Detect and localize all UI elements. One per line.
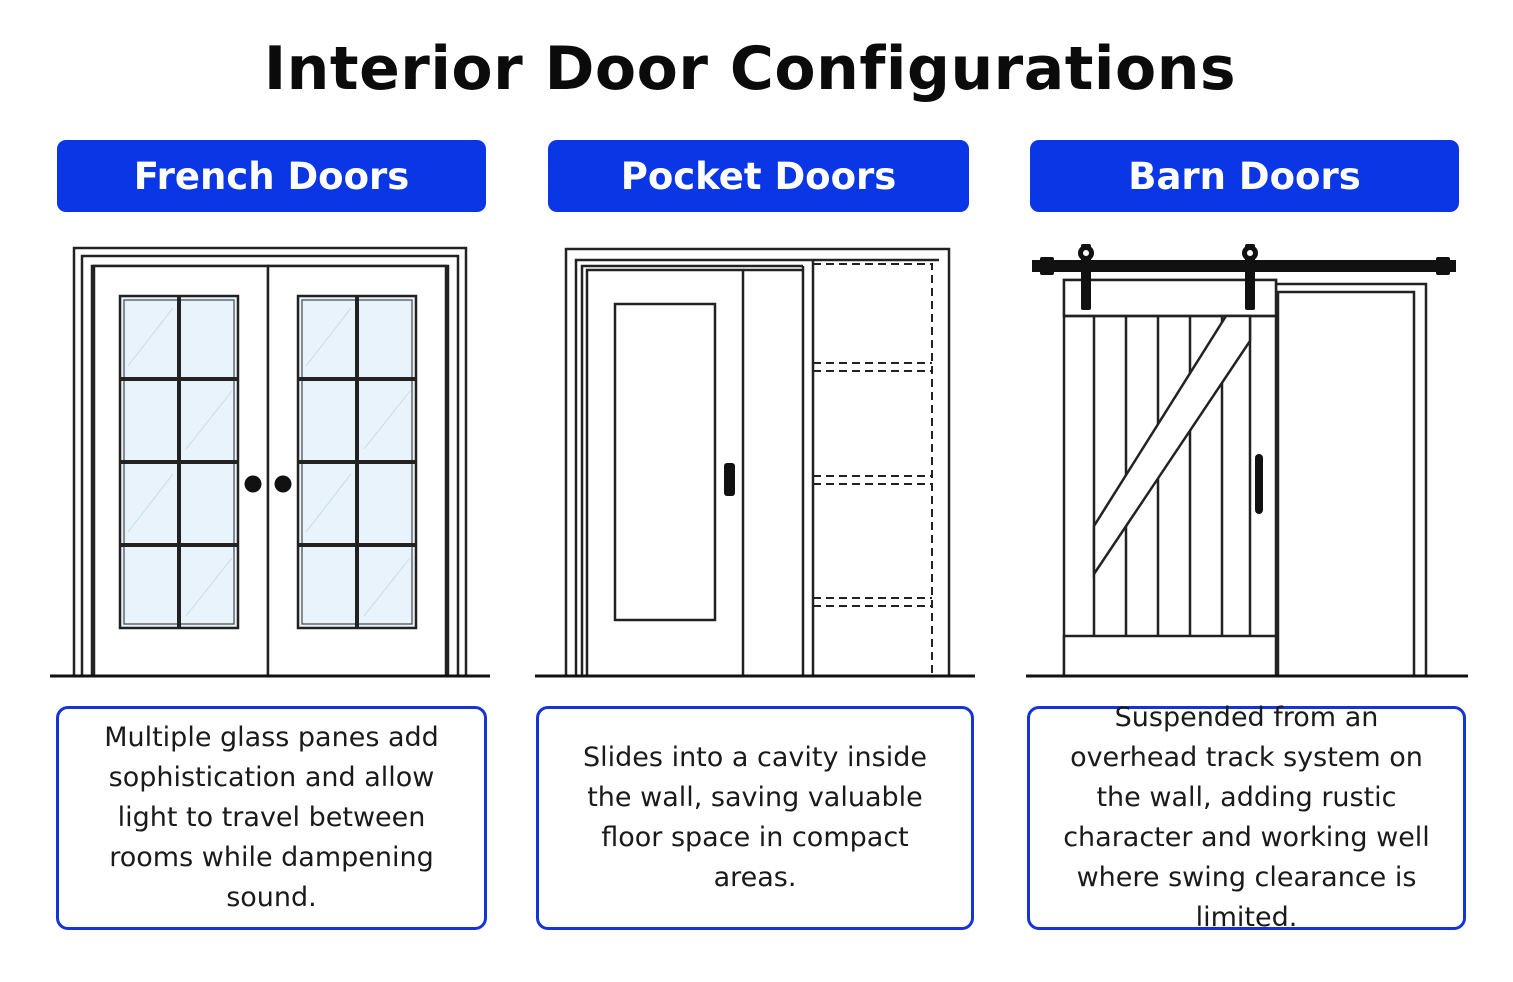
page-title: Interior Door Configurations <box>263 34 1237 104</box>
french-doors-description: Multiple glass panes add sophistication … <box>56 706 487 930</box>
french-doors-header: French Doors <box>57 140 486 212</box>
barn-doors-header: Barn Doors <box>1030 140 1459 212</box>
pocket-doors-header: Pocket Doors <box>548 140 969 212</box>
pocket-door-icon <box>535 247 975 678</box>
french-doors-icon <box>50 246 490 678</box>
barn-doors-description: Suspended from an overhead track system … <box>1027 702 1466 933</box>
barn-door-icon <box>1026 244 1468 678</box>
pocket-doors-description: Slides into a cavity inside the wall, sa… <box>536 706 974 930</box>
